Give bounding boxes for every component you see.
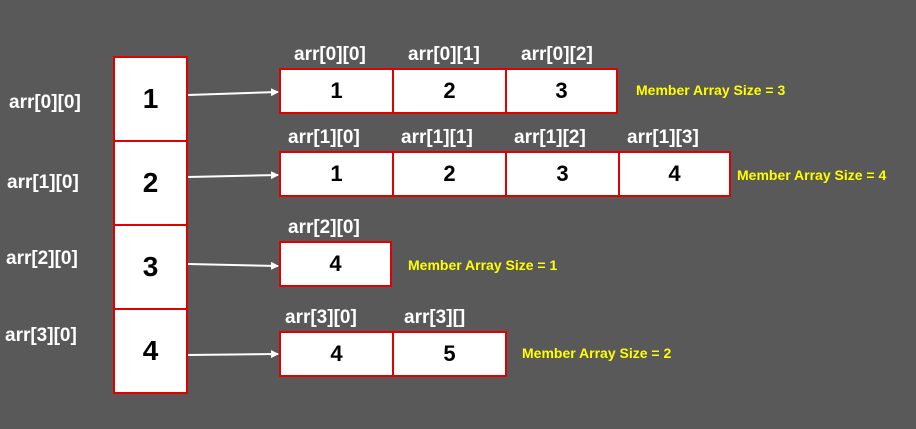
arrow-2 — [187, 261, 279, 270]
index-label-1-0: arr[1][0] — [288, 127, 360, 148]
member-cell-0-0: 1 — [279, 68, 394, 114]
row-label-3: arr[3][0] — [5, 325, 77, 346]
index-label-0-0: arr[0][0] — [294, 44, 366, 65]
outer-cell-0: 1 — [113, 56, 188, 142]
index-label-1-2: arr[1][2] — [514, 127, 586, 148]
index-label-0-1: arr[0][1] — [408, 44, 480, 65]
arrow-0 — [187, 88, 279, 97]
row-label-2: arr[2][0] — [6, 248, 78, 269]
size-note-0: Member Array Size = 3 — [636, 82, 786, 98]
outer-cell-3: 4 — [113, 308, 188, 394]
member-cell-1-3: 4 — [618, 151, 731, 197]
arrow-1 — [187, 171, 279, 180]
index-label-3-0: arr[3][0] — [285, 307, 357, 328]
member-cell-2-0: 4 — [279, 241, 392, 287]
row-label-1: arr[1][0] — [7, 172, 79, 193]
member-cell-3-1: 5 — [392, 331, 507, 377]
outer-cell-2: 3 — [113, 224, 188, 310]
index-label-1-3: arr[1][3] — [627, 127, 699, 148]
index-label-2-0: arr[2][0] — [288, 217, 360, 238]
index-label-3-1: arr[3][] — [404, 307, 466, 328]
member-cell-3-0: 4 — [279, 331, 394, 377]
arrow-3 — [187, 350, 279, 359]
size-note-2: Member Array Size = 1 — [408, 257, 558, 273]
member-cell-0-2: 3 — [505, 68, 618, 114]
size-note-1: Member Array Size = 4 — [737, 167, 887, 183]
row-label-0: arr[0][0] — [9, 92, 81, 113]
member-cell-1-2: 3 — [505, 151, 620, 197]
index-label-0-2: arr[0][2] — [521, 44, 593, 65]
member-cell-0-1: 2 — [392, 68, 507, 114]
member-cell-1-0: 1 — [279, 151, 394, 197]
size-note-3: Member Array Size = 2 — [522, 345, 672, 361]
index-label-1-1: arr[1][1] — [401, 127, 473, 148]
member-cell-1-1: 2 — [392, 151, 507, 197]
